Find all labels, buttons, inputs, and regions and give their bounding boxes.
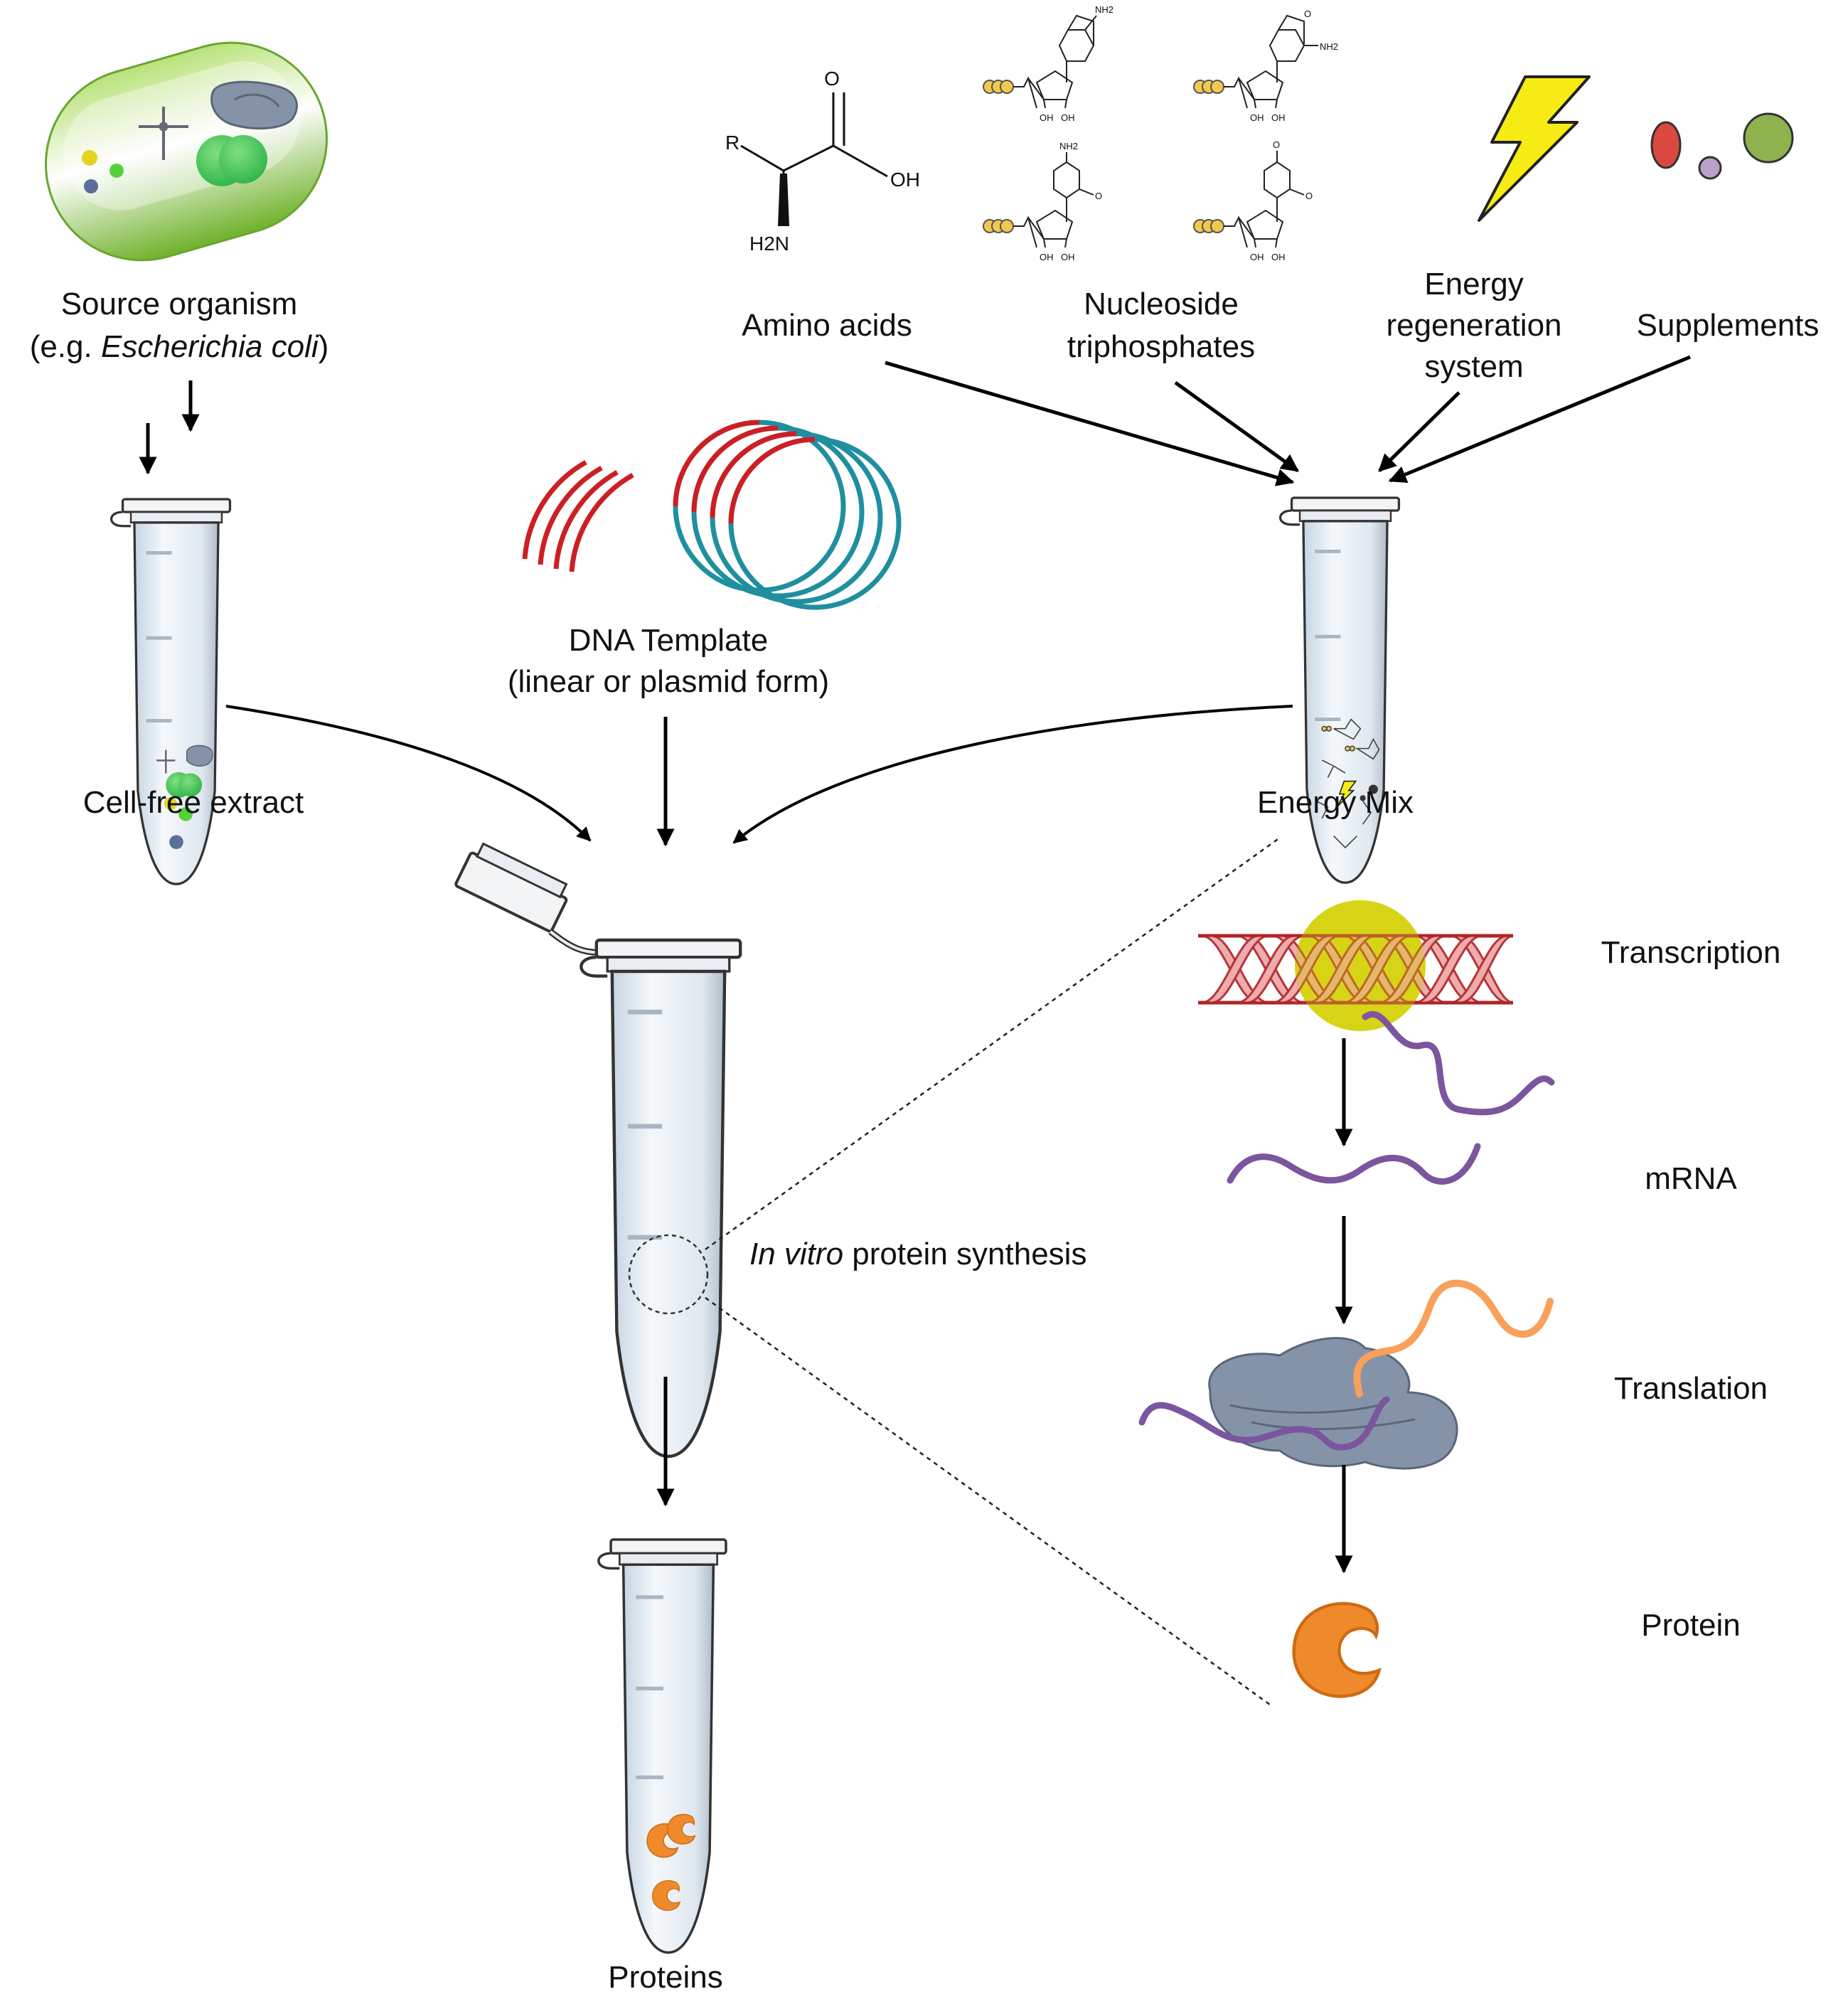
yellow-molecule bbox=[82, 150, 97, 166]
bacterium-icon bbox=[45, 41, 328, 262]
green-complex bbox=[196, 135, 267, 186]
svg-text:R: R bbox=[725, 132, 739, 154]
amino-acids-label: Amino acids bbox=[742, 308, 912, 343]
step-protein-label: Protein bbox=[1641, 1608, 1740, 1643]
transcription-graphic bbox=[1198, 900, 1555, 1116]
arrow-mix-to-reaction bbox=[732, 705, 1293, 844]
zoom-line-bottom bbox=[705, 1296, 1273, 1708]
svg-text:NH2: NH2 bbox=[1320, 41, 1338, 52]
trna-icon bbox=[139, 107, 188, 160]
protein-icon bbox=[1294, 1604, 1379, 1696]
plasmid-icon bbox=[673, 420, 902, 610]
mrna-strand bbox=[1227, 1143, 1481, 1185]
svg-text:NH2: NH2 bbox=[1059, 141, 1078, 151]
energy-mix-label: Energy Mix bbox=[1257, 785, 1414, 820]
reaction-tube bbox=[454, 842, 740, 1456]
energy-mix-tube bbox=[1281, 498, 1399, 882]
svg-text:O: O bbox=[1095, 191, 1102, 201]
arrow-ntp-to-mix bbox=[1174, 380, 1300, 473]
svg-text:O: O bbox=[824, 68, 840, 90]
arrow-energy-to-mix bbox=[1378, 391, 1460, 472]
svg-text:OH: OH bbox=[1040, 252, 1054, 262]
svg-text:OH: OH bbox=[1040, 112, 1054, 123]
energy-regeneration-label-2: regeneration bbox=[1386, 308, 1561, 343]
cell-free-extract-tube bbox=[112, 499, 230, 884]
nucleoside-triphosphates-label-2: triphosphates bbox=[1067, 329, 1255, 364]
svg-text:O: O bbox=[1305, 191, 1313, 201]
svg-text:OH: OH bbox=[1250, 112, 1264, 123]
ribosome-icon bbox=[210, 80, 298, 130]
source-organism-label: Source organism bbox=[61, 287, 298, 321]
dna-template-form-label: (linear or plasmid form) bbox=[508, 664, 829, 699]
svg-text:O: O bbox=[1273, 139, 1280, 150]
energy-regeneration-label-1: Energy bbox=[1424, 267, 1523, 302]
source-organism-example: (e.g. Escherichia coli) bbox=[30, 329, 329, 364]
supplements-label: Supplements bbox=[1637, 308, 1820, 343]
amino-acid-structure: R O OH H2N bbox=[725, 68, 920, 255]
green-molecule bbox=[110, 164, 124, 178]
svg-text:OH: OH bbox=[890, 169, 920, 191]
svg-text:H2N: H2N bbox=[749, 233, 789, 255]
zoom-line-top bbox=[705, 836, 1281, 1251]
arrow-supplements-to-mix bbox=[1388, 355, 1691, 483]
lightning-icon bbox=[1478, 75, 1591, 222]
svg-text:NH2: NH2 bbox=[1095, 4, 1113, 15]
cell-free-extract-label: Cell-free extract bbox=[83, 785, 304, 820]
dna-template-label: DNA Template bbox=[569, 623, 768, 658]
proteins-label: Proteins bbox=[608, 1960, 722, 1995]
nucleoside-triphosphates-label-1: Nucleoside bbox=[1084, 287, 1239, 321]
step-translation-label: Translation bbox=[1614, 1371, 1768, 1406]
step-transcription-label: Transcription bbox=[1601, 935, 1781, 970]
arrow-extract-to-reaction bbox=[225, 705, 592, 842]
svg-text:OH: OH bbox=[1250, 252, 1264, 262]
energy-regeneration-label-3: system bbox=[1424, 349, 1523, 384]
blue-molecule bbox=[84, 179, 98, 193]
supplements-icon bbox=[1650, 112, 1794, 180]
translation-graphic bbox=[1138, 1279, 1554, 1470]
step-mrna-label: mRNA bbox=[1645, 1161, 1737, 1196]
arrow-amino-to-mix bbox=[885, 361, 1295, 486]
svg-text:OH: OH bbox=[1061, 252, 1075, 262]
nucleoside-triphosphates-structures: NH2 OH OH O NH2 OH OH NH2 O OH OH O O OH… bbox=[983, 4, 1338, 262]
svg-text:O: O bbox=[1304, 9, 1311, 19]
proteins-tube bbox=[599, 1540, 726, 1953]
svg-text:OH: OH bbox=[1271, 112, 1286, 123]
svg-text:OH: OH bbox=[1061, 112, 1075, 123]
dna-helix-icon bbox=[522, 459, 634, 572]
reaction-label: In vitro protein synthesis bbox=[749, 1237, 1086, 1271]
svg-text:OH: OH bbox=[1271, 252, 1286, 262]
